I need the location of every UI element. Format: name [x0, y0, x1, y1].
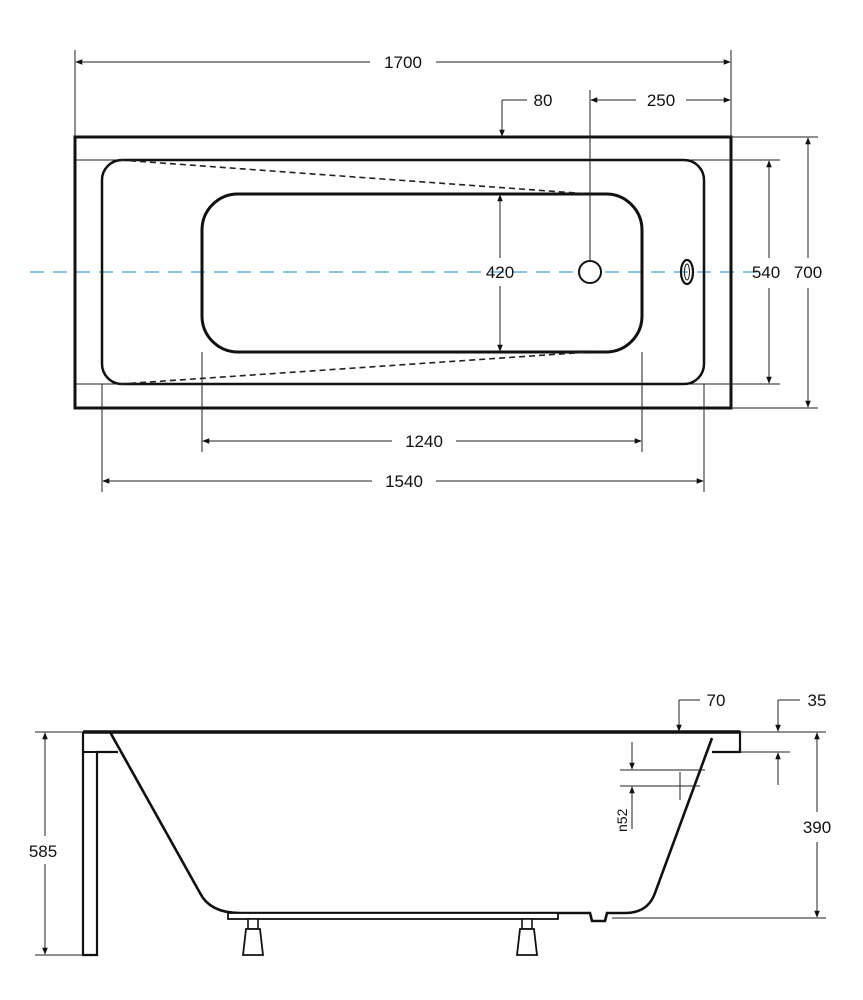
overflow-icon [679, 258, 695, 286]
dim-390: 390 [803, 818, 831, 837]
dim-80: 80 [534, 91, 553, 110]
dim-total-length: 1700 [384, 53, 422, 72]
dim-420: 420 [486, 263, 514, 282]
support-frame [227, 912, 559, 920]
dim-35: 35 [808, 691, 827, 710]
dim-250: 250 [647, 91, 675, 110]
dim-540: 540 [752, 263, 780, 282]
leg-right [515, 918, 539, 956]
dim-70: 70 [707, 691, 726, 710]
side-view: n52 70 35 390 585 [29, 691, 831, 957]
slope-line-bottom [119, 351, 591, 385]
tub-body-profile [108, 731, 714, 923]
side-front-panel [81, 732, 118, 957]
slope-line-top [119, 159, 591, 195]
dim-1240: 1240 [405, 432, 443, 451]
drain-icon [578, 260, 602, 284]
dim-700: 700 [794, 263, 822, 282]
top-view: 1700 80 250 420 540 700 1240 [30, 50, 822, 492]
leg-left [241, 918, 265, 956]
dim-1540: 1540 [385, 472, 423, 491]
dim-585: 585 [29, 842, 57, 861]
tub-outer-rim [73, 135, 733, 410]
tub-inner-basin [100, 158, 706, 386]
tub-bottom [200, 192, 644, 354]
dim-n52: n52 [614, 808, 630, 832]
side-rim-right [712, 730, 742, 754]
overflow-inner [684, 263, 690, 281]
